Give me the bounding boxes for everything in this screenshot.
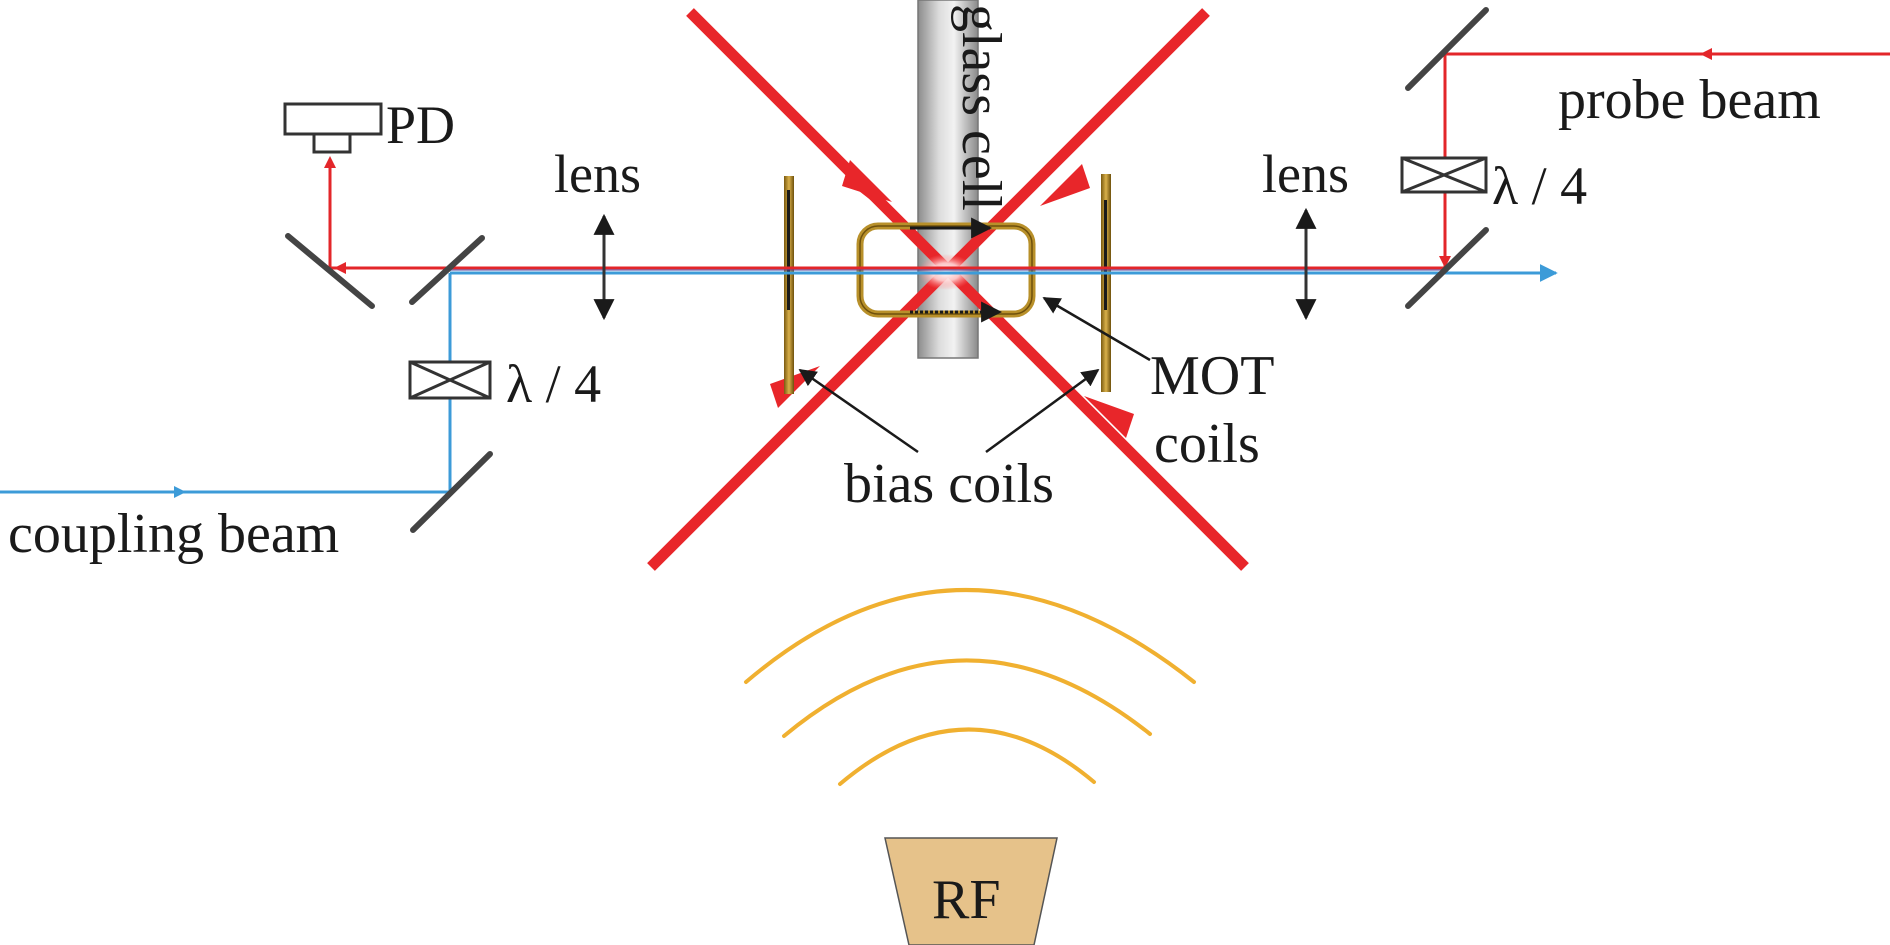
mirror-icon: [1405, 227, 1489, 309]
mot-coils-label-line1: MOT: [1150, 345, 1274, 407]
qwp-left-label: λ / 4: [506, 354, 601, 414]
mirror-icon: [285, 233, 375, 309]
mirror-icon: [409, 235, 485, 305]
mot-beam-arrows: [770, 160, 1134, 438]
mot-coils-label-line2: coils: [1154, 413, 1260, 475]
mirror-icon: [1405, 7, 1489, 91]
quarter-wave-plate-icon: [1400, 156, 1488, 194]
mot-beam-diagonal-2: [647, 8, 1210, 571]
bias-arrow-right: [985, 368, 1100, 454]
coupling-direction-arrow: [174, 486, 186, 498]
quarter-wave-plate-icon: [408, 360, 492, 400]
rf-label: RF: [932, 869, 1001, 931]
photodiode-icon: [283, 102, 383, 154]
mot-beam-diagonal-1: [686, 8, 1249, 571]
pd-label: PD: [386, 95, 455, 155]
mot-arrow-upper-right-head: [1040, 164, 1090, 206]
annotation-arrows: [798, 296, 1151, 454]
coupling-beam-label: coupling beam: [8, 503, 339, 565]
mot-beams: [647, 8, 1249, 571]
mot-arrow: [1042, 296, 1151, 362]
rf-antenna-icon: [884, 837, 1058, 945]
probe-beam-to-pd: [328, 160, 334, 270]
rf-wave-inner: [838, 727, 1096, 786]
qwp-right-label: λ / 4: [1492, 156, 1587, 216]
mot-arrow-lower-right-head: [1084, 396, 1134, 438]
mirrors: [285, 7, 1489, 533]
glass-cell-label: glass cell: [950, 4, 1012, 211]
rf-waves: [744, 588, 1196, 786]
bias-coils-label: bias coils: [844, 453, 1054, 515]
bias-arrow-left: [798, 368, 919, 454]
lens-right-label: lens: [1262, 144, 1349, 204]
mirror-icon: [410, 451, 493, 533]
rf-wave-middle: [782, 658, 1152, 738]
probe-beam-label: probe beam: [1558, 69, 1821, 131]
rf-wave-outer: [744, 588, 1196, 684]
mot-arrow-upper-left-head: [842, 160, 892, 202]
probe-direction-arrow: [1700, 48, 1712, 60]
coupling-beam-input: [0, 273, 452, 494]
lens-left-label: lens: [554, 144, 641, 204]
glass-cell: [917, 0, 979, 359]
